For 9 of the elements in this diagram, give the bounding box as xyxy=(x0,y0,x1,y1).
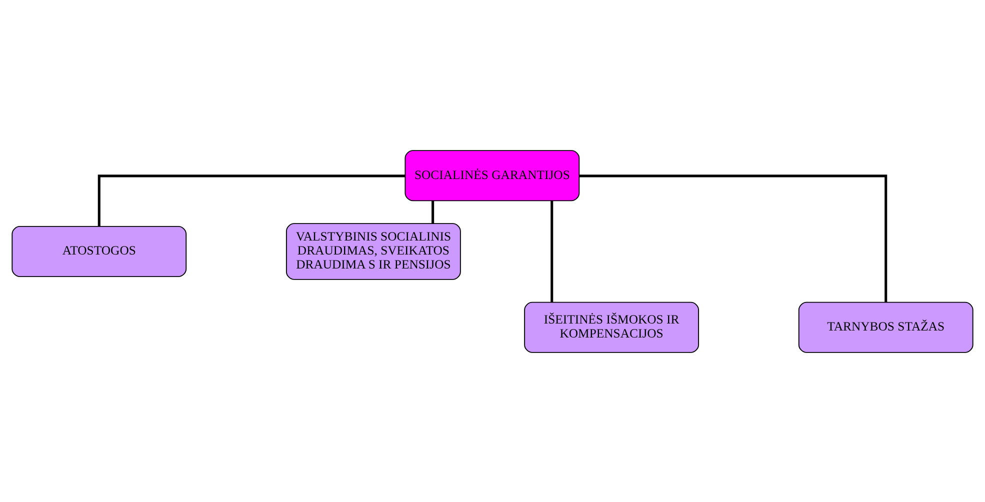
node-box: ATOSTOGOS xyxy=(12,225,187,277)
node-box: SOCIALINĖS GARANTIJOS xyxy=(404,150,580,201)
node-box: IŠEITINĖS IŠMOKOS IR KOMPENSACIJOS xyxy=(524,301,700,352)
node-box: VALSTYBINIS SOCIALINIS DRAUDIMAS, SVEIKATOS DRAUDIMA S IR PENSIJOS xyxy=(286,222,461,280)
connector xyxy=(432,200,434,223)
connector xyxy=(98,174,405,226)
node-box: TARNYBOS STAŽAS xyxy=(798,301,974,352)
connector xyxy=(550,200,554,302)
connector xyxy=(579,174,888,302)
